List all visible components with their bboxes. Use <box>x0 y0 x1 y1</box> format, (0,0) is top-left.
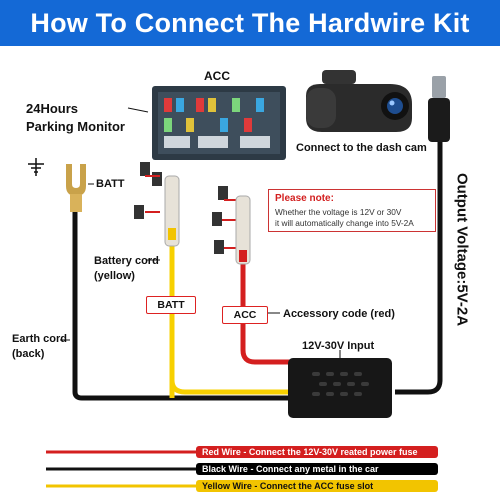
acc-top-label: ACC <box>204 70 230 83</box>
legend-red: Red Wire - Connect the 12V-30V reated po… <box>196 446 438 458</box>
earth-cord-line2: (back) <box>12 348 44 361</box>
output-cable <box>395 140 440 392</box>
legend-black: Black Wire - Connect any metal in the ca… <box>196 463 438 475</box>
note-title: Please note: <box>275 193 334 204</box>
legend-yellow: Yellow Wire - Connect the ACC fuse slot <box>196 480 438 492</box>
parking-arrow <box>128 108 148 112</box>
parking-monitor-line2: Parking Monitor <box>26 120 125 133</box>
fork-terminal-icon <box>66 164 86 212</box>
output-voltage-label: Output Voltage:5V-2A <box>456 140 469 360</box>
note-line2: it will automatically change into 5V-2A <box>275 218 414 228</box>
legend-black-text: Black Wire - Connect any metal in the ca… <box>202 464 378 474</box>
add-a-fuse-accessory-icon <box>212 186 250 264</box>
battery-cord-line2: (yellow) <box>94 270 135 283</box>
accessory-code-label: Accessory code (red) <box>283 308 395 321</box>
usb-c-plug-icon <box>428 76 450 142</box>
fuse-box-icon <box>152 86 286 160</box>
legend-red-text: Red Wire - Connect the 12V-30V reated po… <box>202 447 417 457</box>
battery-cord-line1: Battery cord <box>94 255 159 268</box>
input-range-label: 12V-30V Input <box>302 340 374 353</box>
note-line1: Whether the voltage is 12V or 30V <box>275 207 401 217</box>
acc-tag: ACC <box>222 306 268 324</box>
batt-fork-label: BATT <box>96 178 125 191</box>
batt-tag: BATT <box>146 296 196 314</box>
earth-cord-line1: Earth cord <box>12 333 67 346</box>
connect-dashcam-label: Connect to the dash cam <box>296 142 427 155</box>
legend-yellow-text: Yellow Wire - Connect the ACC fuse slot <box>202 481 373 491</box>
note-box: Please note: Whether the voltage is 12V … <box>268 189 436 232</box>
parking-monitor-line1: 24Hours <box>26 102 78 115</box>
converter-box-icon <box>288 358 392 418</box>
dash-cam-icon <box>306 70 412 132</box>
add-a-fuse-battery-icon <box>134 162 179 246</box>
ground-symbol-icon <box>28 158 44 176</box>
